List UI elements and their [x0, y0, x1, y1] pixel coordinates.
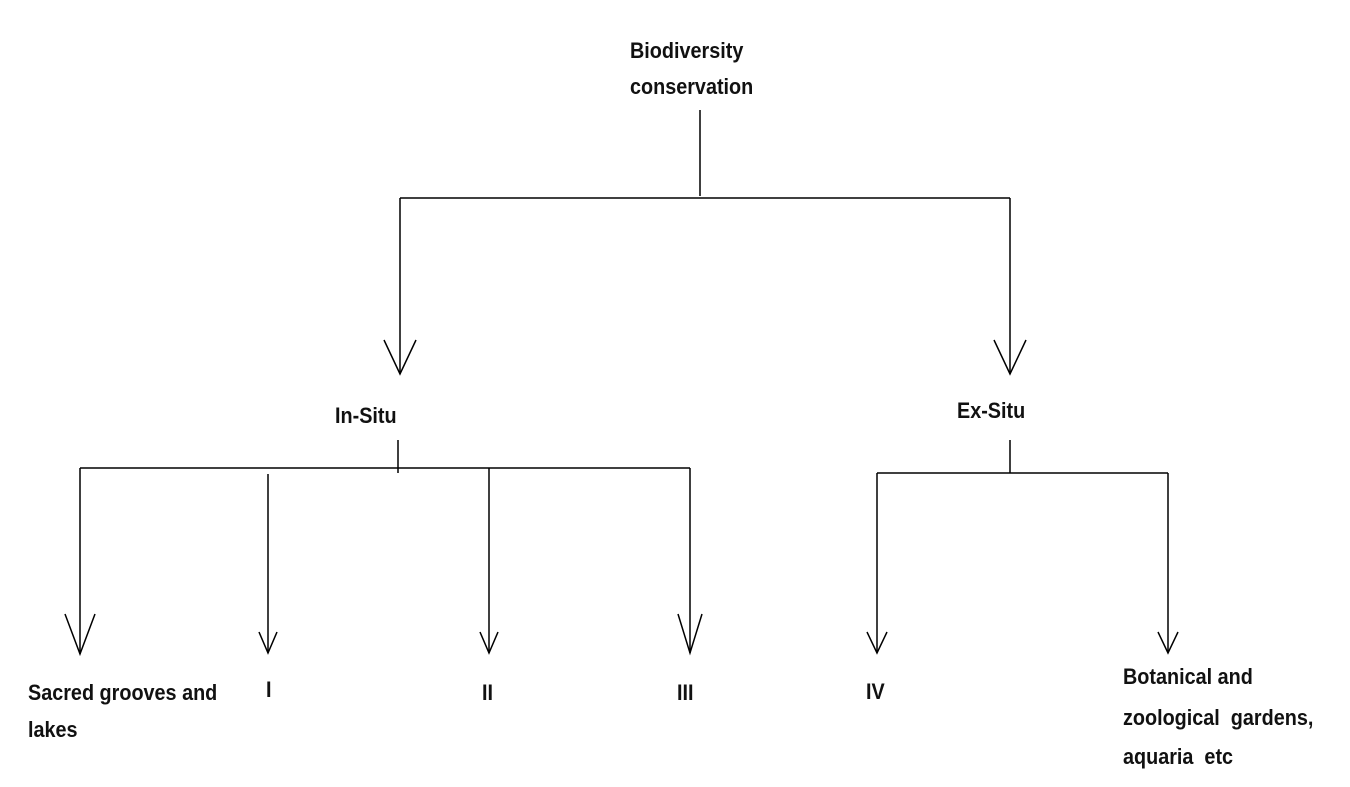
- ex-situ-label: Ex-Situ: [957, 398, 1026, 423]
- arrowhead-ii: [479, 631, 499, 655]
- arrowhead-in-situ: [383, 339, 417, 376]
- sacred-label-line2: lakes: [28, 717, 78, 742]
- arrowhead-ex-situ: [993, 339, 1027, 376]
- in-situ-label: In-Situ: [335, 403, 397, 428]
- leaf-ii-label: II: [482, 680, 494, 705]
- botanical-label-line3: aquaria etc: [1123, 744, 1234, 769]
- botanical-label-line1: Botanical and: [1123, 664, 1253, 689]
- botanical-label-line2: zoological gardens,: [1123, 705, 1314, 730]
- leaf-iv-label: IV: [866, 679, 885, 704]
- arrowhead-iv: [866, 631, 888, 655]
- arrowhead-sacred: [64, 613, 96, 657]
- arrowhead-botanical: [1157, 631, 1179, 655]
- sacred-label-line1: Sacred grooves and: [28, 680, 218, 705]
- root-label-line1: Biodiversity: [630, 38, 744, 63]
- arrowhead-i: [258, 631, 278, 655]
- root-label-line2: conservation: [630, 74, 754, 99]
- leaf-iii-label: III: [677, 680, 694, 705]
- leaf-i-label: I: [266, 677, 272, 702]
- arrowhead-iii: [677, 613, 703, 656]
